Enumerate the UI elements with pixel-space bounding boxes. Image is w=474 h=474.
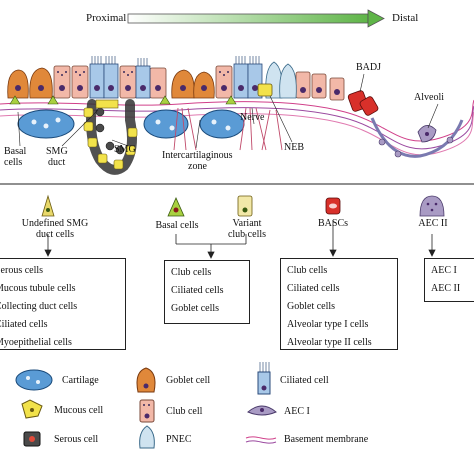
nuclei <box>15 85 340 95</box>
nerve-label: Nerve <box>240 112 265 123</box>
variant-header-2: club cells <box>227 229 267 240</box>
proximal-distal-arrow <box>127 9 385 28</box>
basal-outcome-3: Goblet cells <box>171 303 220 314</box>
smg-outcome-4: Ciliated cells <box>0 319 48 330</box>
intercartilaginous-label-1: Intercartilaginous <box>162 150 233 161</box>
basal-cells-label-1: Basal <box>4 146 27 157</box>
alveoli-label: Alveoli <box>414 92 444 103</box>
basal-header: Basal cells <box>155 220 199 231</box>
granules <box>57 71 229 76</box>
legend-ciliated-label: Ciliated cell <box>280 375 329 386</box>
undefined-smg-header-2: duct cells <box>35 229 75 240</box>
smg-outcome-2: Mucous tubule cells <box>0 283 76 294</box>
basal-outcome-1: Club cells <box>171 267 212 278</box>
leader-lines <box>17 73 439 149</box>
intercartilaginous-label-2: zone <box>188 161 207 172</box>
icon-basal <box>167 197 185 217</box>
legend-cartilage-label: Cartilage <box>62 375 99 386</box>
legend-goblet-label: Goblet cell <box>166 375 211 386</box>
aec2-header: AEC II <box>418 218 448 229</box>
smg-gland <box>83 99 138 175</box>
smg-outcome-3: Collecting duct cells <box>0 301 78 312</box>
legend-pnec-icon <box>139 425 155 449</box>
legend-basement-icon <box>245 436 277 444</box>
bascs-header: BASCs <box>317 218 348 229</box>
smg-duct-label-1: SMG <box>46 146 68 157</box>
bascs-outcome-box: Club cells Ciliated cells Goblet cells A… <box>280 258 398 350</box>
legend-mucous-icon <box>21 399 43 419</box>
neb-label: NEB <box>284 142 304 153</box>
smg-label: SMG <box>114 144 136 155</box>
nerves <box>173 107 283 151</box>
legend-serous-label: Serous cell <box>54 434 99 445</box>
ciliated-cell-group <box>89 63 263 99</box>
legend-club-label: Club cell <box>166 406 203 417</box>
club-cell-group <box>53 65 345 101</box>
epithelium <box>7 56 464 158</box>
bascs-outcome-2: Ciliated cells <box>287 283 340 294</box>
legend-club-icon <box>139 399 155 423</box>
bascs-outcome-3: Goblet cells <box>287 301 336 312</box>
cartilage-plates <box>17 109 245 139</box>
icon-bascs <box>325 197 341 215</box>
legend-basement-label: Basement membrane <box>284 434 369 445</box>
bascs-outcome-5: Alveolar type II cells <box>287 337 372 348</box>
icon-undefined-smg <box>41 194 55 217</box>
basc-cells <box>347 90 379 116</box>
legend-mucous-label: Mucous cell <box>54 405 104 416</box>
basal-outcome-2: Ciliated cells <box>171 285 224 296</box>
bascs-outcome-1: Club cells <box>287 265 328 276</box>
legend-aec1-label: AEC I <box>284 406 310 417</box>
legend-ciliated-icon <box>257 362 271 395</box>
alveolar-wall <box>370 117 464 158</box>
icon-variant-club <box>237 195 253 217</box>
variant-header-1: Variant <box>232 218 262 229</box>
legend-serous-icon <box>23 431 41 447</box>
cilia <box>91 56 260 66</box>
progenitor-arrows <box>44 220 436 259</box>
alveolar-cells <box>378 136 454 158</box>
aec2-outcome-2: AEC II <box>431 283 461 294</box>
badj-label: BADJ <box>356 62 382 73</box>
aec2-outcome-1: AEC I <box>431 265 457 276</box>
bascs-outcome-4: Alveolar type I cells <box>287 319 369 330</box>
chondrocytes <box>31 117 231 131</box>
legend-pnec-label: PNEC <box>166 434 192 445</box>
neb-cluster <box>257 61 297 99</box>
legend-cartilage-icon <box>15 369 53 391</box>
undefined-smg-header-1: Undefined SMG <box>21 218 89 229</box>
aec2-in-alveoli <box>417 125 437 143</box>
smg-outcome-box: Serous cells Mucous tubule cells Collect… <box>0 258 126 350</box>
legend-goblet-icon <box>136 367 156 393</box>
proximal-label: Proximal <box>86 12 127 24</box>
smg-duct-label-2: duct <box>48 157 66 168</box>
legend-aec1-icon <box>247 405 277 416</box>
basal-outcome-box: Club cells Ciliated cells Goblet cells <box>164 260 250 324</box>
smg-outcome-1: Serous cells <box>0 265 44 276</box>
aec2-outcome-box: AEC I AEC II <box>424 258 474 302</box>
smg-outcome-5: Myoepithelial cells <box>0 337 72 348</box>
distal-label: Distal <box>392 12 419 24</box>
basal-cell-row <box>9 95 237 105</box>
basal-cells-label-2: cells <box>4 157 23 168</box>
icon-aec2 <box>419 195 445 217</box>
